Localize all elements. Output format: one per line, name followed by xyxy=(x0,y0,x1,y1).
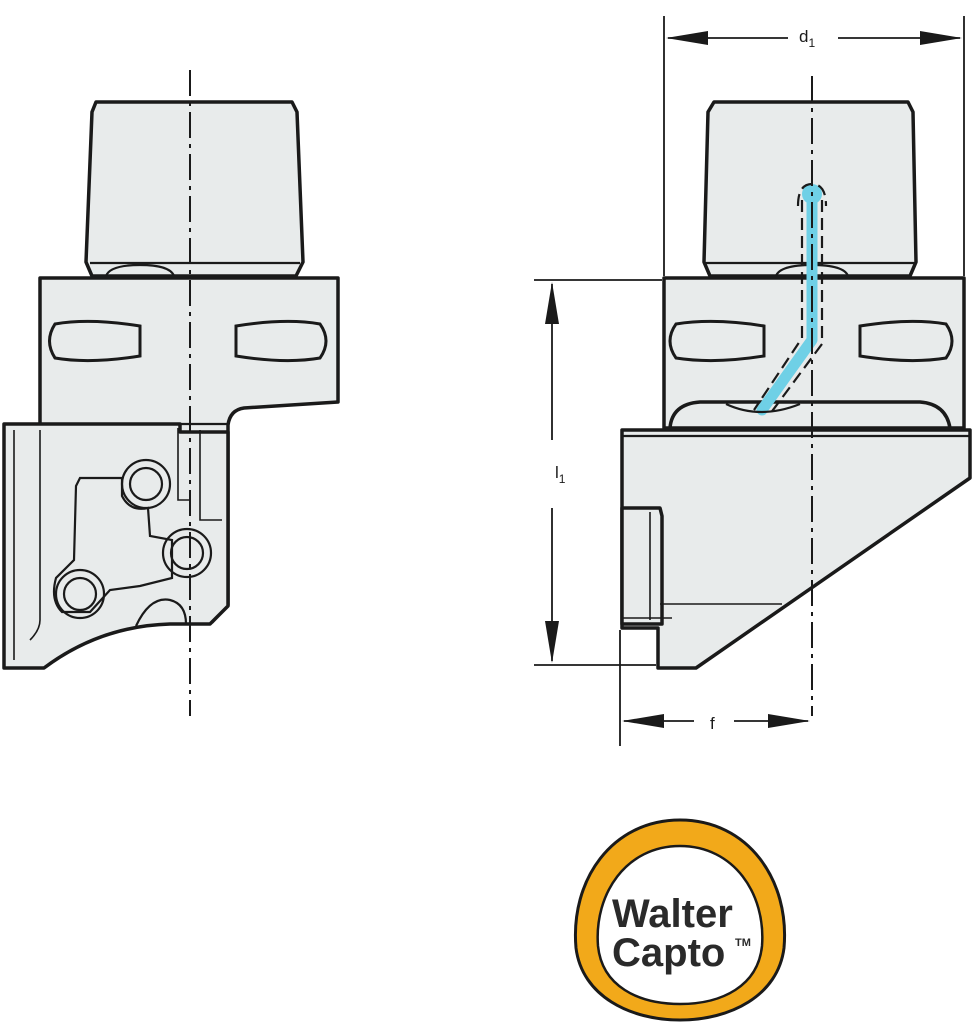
f-arrow-left xyxy=(622,714,664,728)
left-body-inner-edge xyxy=(29,430,41,641)
dimension-l1: l1 xyxy=(534,279,662,666)
logo-text-capto: Capto xyxy=(612,931,725,975)
l1-arrow-top xyxy=(545,282,559,324)
right-slot-left xyxy=(668,319,766,363)
right-front-view xyxy=(620,76,972,716)
f-arrow-right xyxy=(768,714,810,728)
dimension-f: f xyxy=(619,630,810,746)
left-screw-hole-1 xyxy=(120,458,172,510)
right-collar xyxy=(668,400,952,430)
coolant-hidden-right xyxy=(769,200,824,415)
l1-label: l1 xyxy=(555,463,566,486)
right-slot-right xyxy=(858,319,954,363)
left-capto-shank xyxy=(84,100,305,278)
left-screw-hole-3 xyxy=(54,568,106,620)
logo-inner-disc xyxy=(596,844,764,1006)
left-screw-hole-2 xyxy=(161,527,213,579)
left-side-view xyxy=(2,70,340,716)
d1-arrow-right xyxy=(920,31,962,45)
left-screw-hole-1-inner xyxy=(128,466,164,502)
left-insert-pocket xyxy=(52,476,174,614)
right-tool-body xyxy=(620,428,972,670)
walter-capto-logo: Walter Capto TM xyxy=(573,818,787,1022)
dimension-d1: d1 xyxy=(663,16,965,276)
d1-arrow-left xyxy=(666,31,708,45)
left-relief-arc xyxy=(135,598,188,627)
logo-trademark: TM xyxy=(735,937,751,949)
left-screw-hole-3-inner xyxy=(62,576,98,612)
l1-arrow-bottom xyxy=(545,621,559,663)
f-label: f xyxy=(710,714,715,733)
left-shank-key xyxy=(104,263,176,277)
left-slot-right xyxy=(234,319,328,363)
d1-label: d1 xyxy=(799,27,815,50)
left-body-step-2 xyxy=(199,430,222,521)
left-screw-hole-2-inner xyxy=(169,535,205,571)
coolant-hidden-left xyxy=(753,200,804,411)
logo-text-walter: Walter xyxy=(612,892,733,936)
left-slot-left xyxy=(48,319,142,363)
right-side-insert xyxy=(620,506,664,626)
coolant-outlet xyxy=(725,402,801,414)
